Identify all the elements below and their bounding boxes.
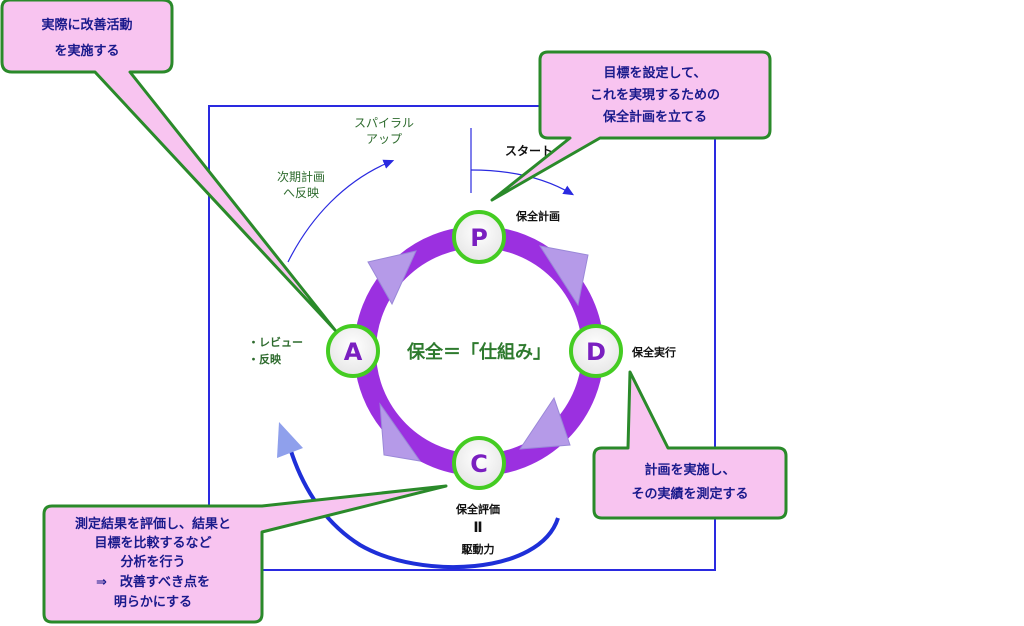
ring-arrowhead-c-to-a xyxy=(379,402,422,462)
start-label: スタート xyxy=(505,144,553,158)
callout-act-line2: を実施する xyxy=(54,43,119,59)
callout-act: 実際に改善活動 を実施する xyxy=(0,0,337,332)
callout-do-line2: その実績を測定する xyxy=(631,486,748,502)
do-label: 保全実行 xyxy=(631,345,676,359)
callout-check-line1: 測定結果を評価し、結果と xyxy=(75,516,231,532)
spiral-up-label-2: アップ xyxy=(366,132,402,146)
check-label: 保全評価 xyxy=(455,502,500,516)
callout-do: 計画を実施し、 その実績を測定する xyxy=(592,370,788,520)
check-equals: Ⅱ xyxy=(473,520,482,536)
next-plan-arrow xyxy=(287,159,395,263)
node-c: C xyxy=(452,436,506,490)
callout-check-line5: 明らかにする xyxy=(114,595,192,610)
callout-check-line2: 目標を比較するなど xyxy=(94,535,211,551)
ring-arrowhead-p-to-d xyxy=(538,245,589,307)
spiral-up-label-1: スパイラル xyxy=(354,116,414,130)
callout-check-line3: 分析を行う xyxy=(120,554,185,570)
ring-arrowhead-a-to-p xyxy=(367,250,417,306)
plan-label: 保全計画 xyxy=(515,209,560,223)
callout-plan-line2: これを実現するための xyxy=(590,87,720,103)
spiral-curve xyxy=(288,447,560,569)
node-p-letter: P xyxy=(470,224,488,252)
act-label-reflect: ・反映 xyxy=(248,352,282,366)
node-c-letter: C xyxy=(470,450,488,478)
callout-do-line1: 計画を実施し、 xyxy=(644,462,735,478)
callout-plan-line3: 保全計画を立てる xyxy=(602,109,707,125)
ring-arrowhead-d-to-c xyxy=(519,396,571,450)
node-d-letter: D xyxy=(586,338,606,366)
center-label: 保全＝「仕組み」 xyxy=(406,341,551,363)
callout-plan: 目標を設定して、 これを実現するための 保全計画を立てる xyxy=(490,50,772,202)
spiral-arrowhead-icon xyxy=(277,422,303,458)
node-a-letter: A xyxy=(344,338,363,366)
callout-check: 測定結果を評価し、結果と 目標を比較するなど 分析を行う ⇒ 改善すべき点を 明… xyxy=(42,484,448,624)
callout-check-line4: ⇒ 改善すべき点を xyxy=(96,574,210,590)
node-a: A xyxy=(326,324,380,378)
next-plan-label-1: 次期計画 xyxy=(277,169,325,184)
check-driver-label: 駆動力 xyxy=(462,542,495,556)
next-plan-label-2: へ反映 xyxy=(283,186,319,200)
diagram-frame xyxy=(208,105,716,571)
node-p: P xyxy=(452,210,506,264)
act-label-review: ・レビュー xyxy=(248,335,303,349)
node-d: D xyxy=(569,324,623,378)
callout-act-line1: 実際に改善活動 xyxy=(41,17,132,33)
callout-plan-line1: 目標を設定して、 xyxy=(604,65,707,81)
